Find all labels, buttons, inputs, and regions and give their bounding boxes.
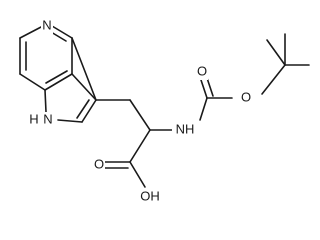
pyridine-n-label: N <box>42 17 51 32</box>
bond-c7a-c3 <box>71 73 97 101</box>
bond-c3a-c7a <box>44 73 73 91</box>
ester-o-label: O <box>241 89 251 104</box>
bond-c3-c2-double <box>76 99 90 119</box>
carbamate-nh-label: NH <box>176 121 195 136</box>
bond-n1-c3a <box>44 89 47 113</box>
bond-c3-c2 <box>81 99 97 123</box>
boc-group <box>199 33 310 121</box>
carbonyl-o-label: O <box>197 63 207 78</box>
bond-n6-c5 <box>19 25 44 39</box>
hydroxyl-label: OH <box>140 188 160 203</box>
bond-c7-n6 <box>51 25 73 39</box>
pyridine-ring <box>19 25 73 91</box>
bond-c3a-c7a-double <box>45 70 68 84</box>
bond-c7-c3 <box>71 37 97 101</box>
atom-labels: N N H NH O O O OH <box>29 17 252 205</box>
bond-cooh-oh <box>129 161 146 188</box>
pyrrole-ring <box>44 37 97 123</box>
pyrrole-h-label: H <box>29 111 38 126</box>
side-chain <box>95 99 173 188</box>
bond-c2-n1 <box>57 119 83 123</box>
acid-carbonyl-o-label: O <box>94 156 104 171</box>
bond-c7-n6-double <box>50 31 67 42</box>
bond-calpha-cooh <box>129 129 151 163</box>
pyrrole-n-label: N <box>43 111 52 126</box>
bond-oester-cq <box>261 64 286 95</box>
bond-c4-c3a <box>19 73 46 91</box>
bond-nh-carbonyl <box>199 97 208 121</box>
bond-cq-me3 <box>266 39 286 66</box>
bond-ch2-calpha <box>129 99 151 131</box>
bond-carbonyl-o-a <box>199 76 208 99</box>
molecule-structure-diagram: N N H NH O O O OH <box>19 17 310 205</box>
